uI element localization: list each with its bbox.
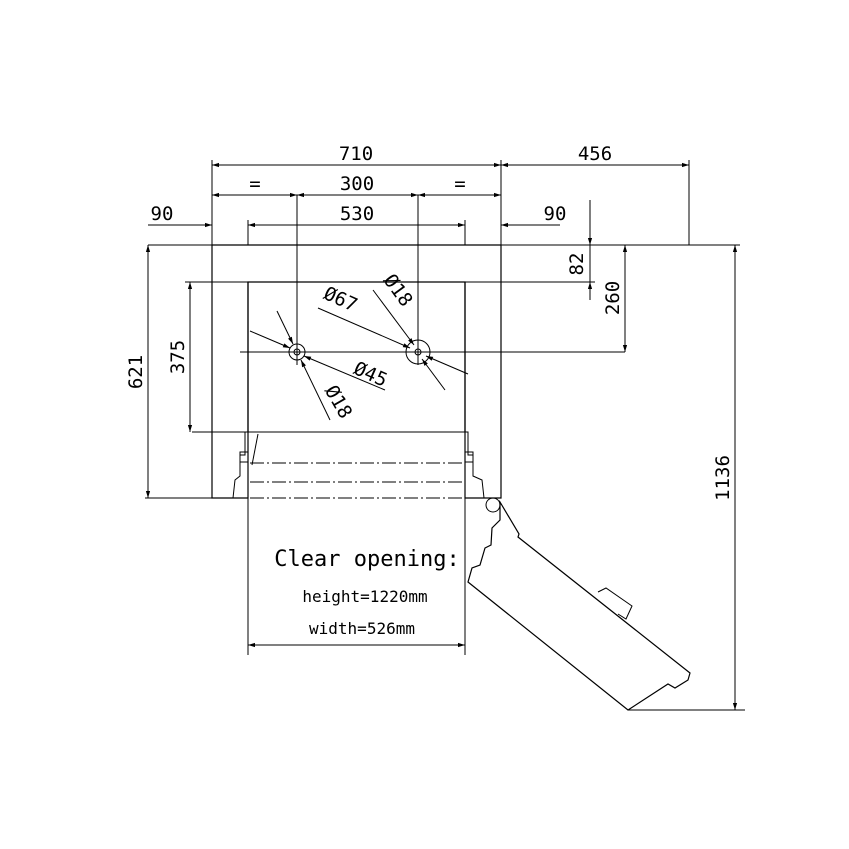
dim-300: 300 <box>340 173 374 195</box>
dim-621: 621 <box>125 355 147 389</box>
dim-90-left: 90 <box>151 203 174 225</box>
dim-375: 375 <box>167 340 189 374</box>
dim-dia-18-bottom: Ø18 <box>320 382 356 423</box>
horizontal-dimensions <box>148 162 689 648</box>
clear-opening-title: Clear opening: <box>274 547 459 572</box>
centerlines <box>145 160 740 499</box>
door-leaf <box>467 497 745 711</box>
dim-equal-left: = <box>249 173 260 195</box>
pipe-hole-right <box>317 289 469 391</box>
dim-456: 456 <box>578 143 612 165</box>
dim-dia-45: Ø45 <box>350 357 390 391</box>
dim-1136: 1136 <box>712 455 734 501</box>
dim-equal-right: = <box>454 173 465 195</box>
dim-710: 710 <box>339 143 373 165</box>
dim-260: 260 <box>602 281 624 315</box>
clear-opening-width: width=526mm <box>309 619 415 638</box>
pipe-hole-left <box>249 310 386 421</box>
vertical-dimensions <box>145 200 738 710</box>
door-frame <box>192 431 485 655</box>
clear-opening-height: height=1220mm <box>302 587 427 606</box>
dim-82: 82 <box>566 253 588 276</box>
dim-530: 530 <box>340 203 374 225</box>
dim-90-right: 90 <box>544 203 567 225</box>
